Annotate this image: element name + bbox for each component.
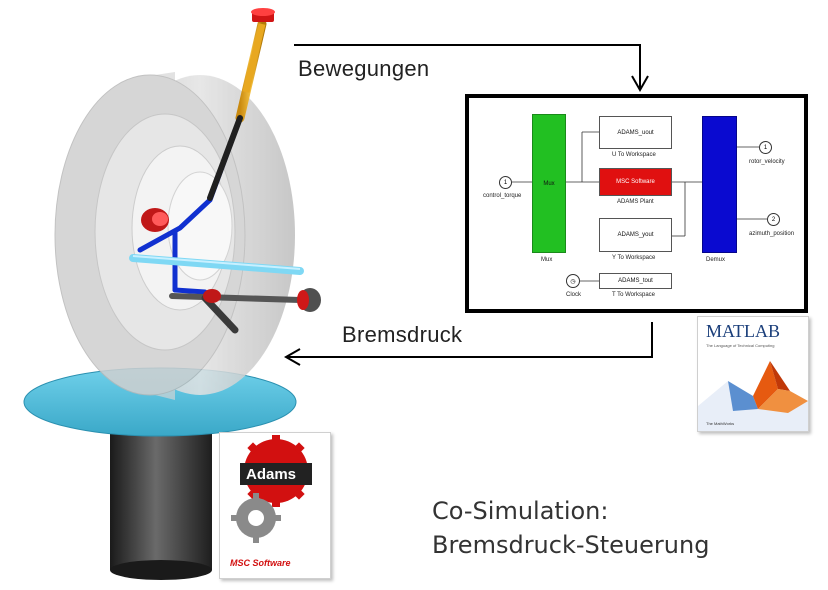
t-block-label: ADAMS_tout [618, 278, 653, 284]
tire [54, 72, 295, 400]
label-bewegungen: Bewegungen [298, 56, 430, 81]
clock-icon[interactable]: ◷ [566, 274, 580, 288]
t-to-workspace-block[interactable]: ADAMS_tout [599, 273, 672, 289]
mux-block[interactable]: Mux [532, 114, 566, 253]
caption-line-1: Co-Simulation: [432, 497, 609, 525]
output-port-1-caption: rotor_velocity [749, 159, 785, 165]
u-to-workspace-block[interactable]: ADAMS_uout [599, 116, 672, 149]
input-port-caption: control_torque [483, 193, 522, 199]
membrane-icon [698, 361, 808, 431]
msc-software-label: MSC Software [230, 558, 291, 568]
matlab-subtitle: The Language of Technical Computing [706, 343, 775, 348]
y-to-workspace-block[interactable]: ADAMS_yout [599, 218, 672, 252]
u-block-label: ADAMS_uout [617, 129, 654, 136]
light-blue-rod [129, 254, 304, 275]
mathworks-label: The MathWorks [706, 421, 735, 426]
adams-logo: Adams MSC Software [219, 432, 331, 579]
clock-caption: Clock [566, 292, 582, 298]
label-bremsdruck: Bremsdruck [342, 322, 463, 347]
simulink-model: Mux Mux ADAMS_uout U To Workspace MSC So… [465, 94, 808, 313]
demux-caption: Demux [706, 257, 726, 263]
lever-handle [207, 8, 275, 201]
demux-block[interactable] [702, 116, 737, 253]
mux-label: Mux [543, 180, 555, 187]
matlab-logo: MATLAB The Language of Technical Computi… [697, 316, 809, 432]
caption-line-2: Bremsdruck-Steuerung [432, 531, 710, 559]
plant-block-label: MSC Software [616, 179, 655, 185]
y-block-label: ADAMS_yout [617, 232, 654, 238]
adams-plant-block[interactable]: MSC Software [599, 168, 672, 196]
output-port-2[interactable]: 2 [767, 213, 780, 226]
u-caption: U To Workspace [612, 152, 656, 158]
brake-arm [169, 288, 321, 334]
support-pole [110, 410, 212, 580]
output-port-2-caption: azimuth_position [749, 231, 795, 237]
t-caption: T To Workspace [612, 292, 656, 298]
arrow-bremsdruck [283, 322, 653, 366]
y-caption: Y To Workspace [612, 255, 656, 261]
arrow-bewegungen [294, 44, 649, 93]
output-port-1[interactable]: 1 [759, 141, 772, 154]
simulink-wiring [512, 131, 767, 282]
wheel-hub [141, 208, 169, 232]
input-port-1[interactable]: 1 [499, 176, 512, 189]
adams-title: Adams [246, 466, 297, 483]
caption: Co-Simulation: Bremsdruck-Steuerung [432, 494, 709, 562]
adams-gear-icon [231, 435, 312, 543]
mux-caption: Mux [541, 257, 553, 263]
plant-caption: ADAMS Plant [617, 199, 654, 205]
matlab-title: MATLAB [706, 321, 781, 341]
